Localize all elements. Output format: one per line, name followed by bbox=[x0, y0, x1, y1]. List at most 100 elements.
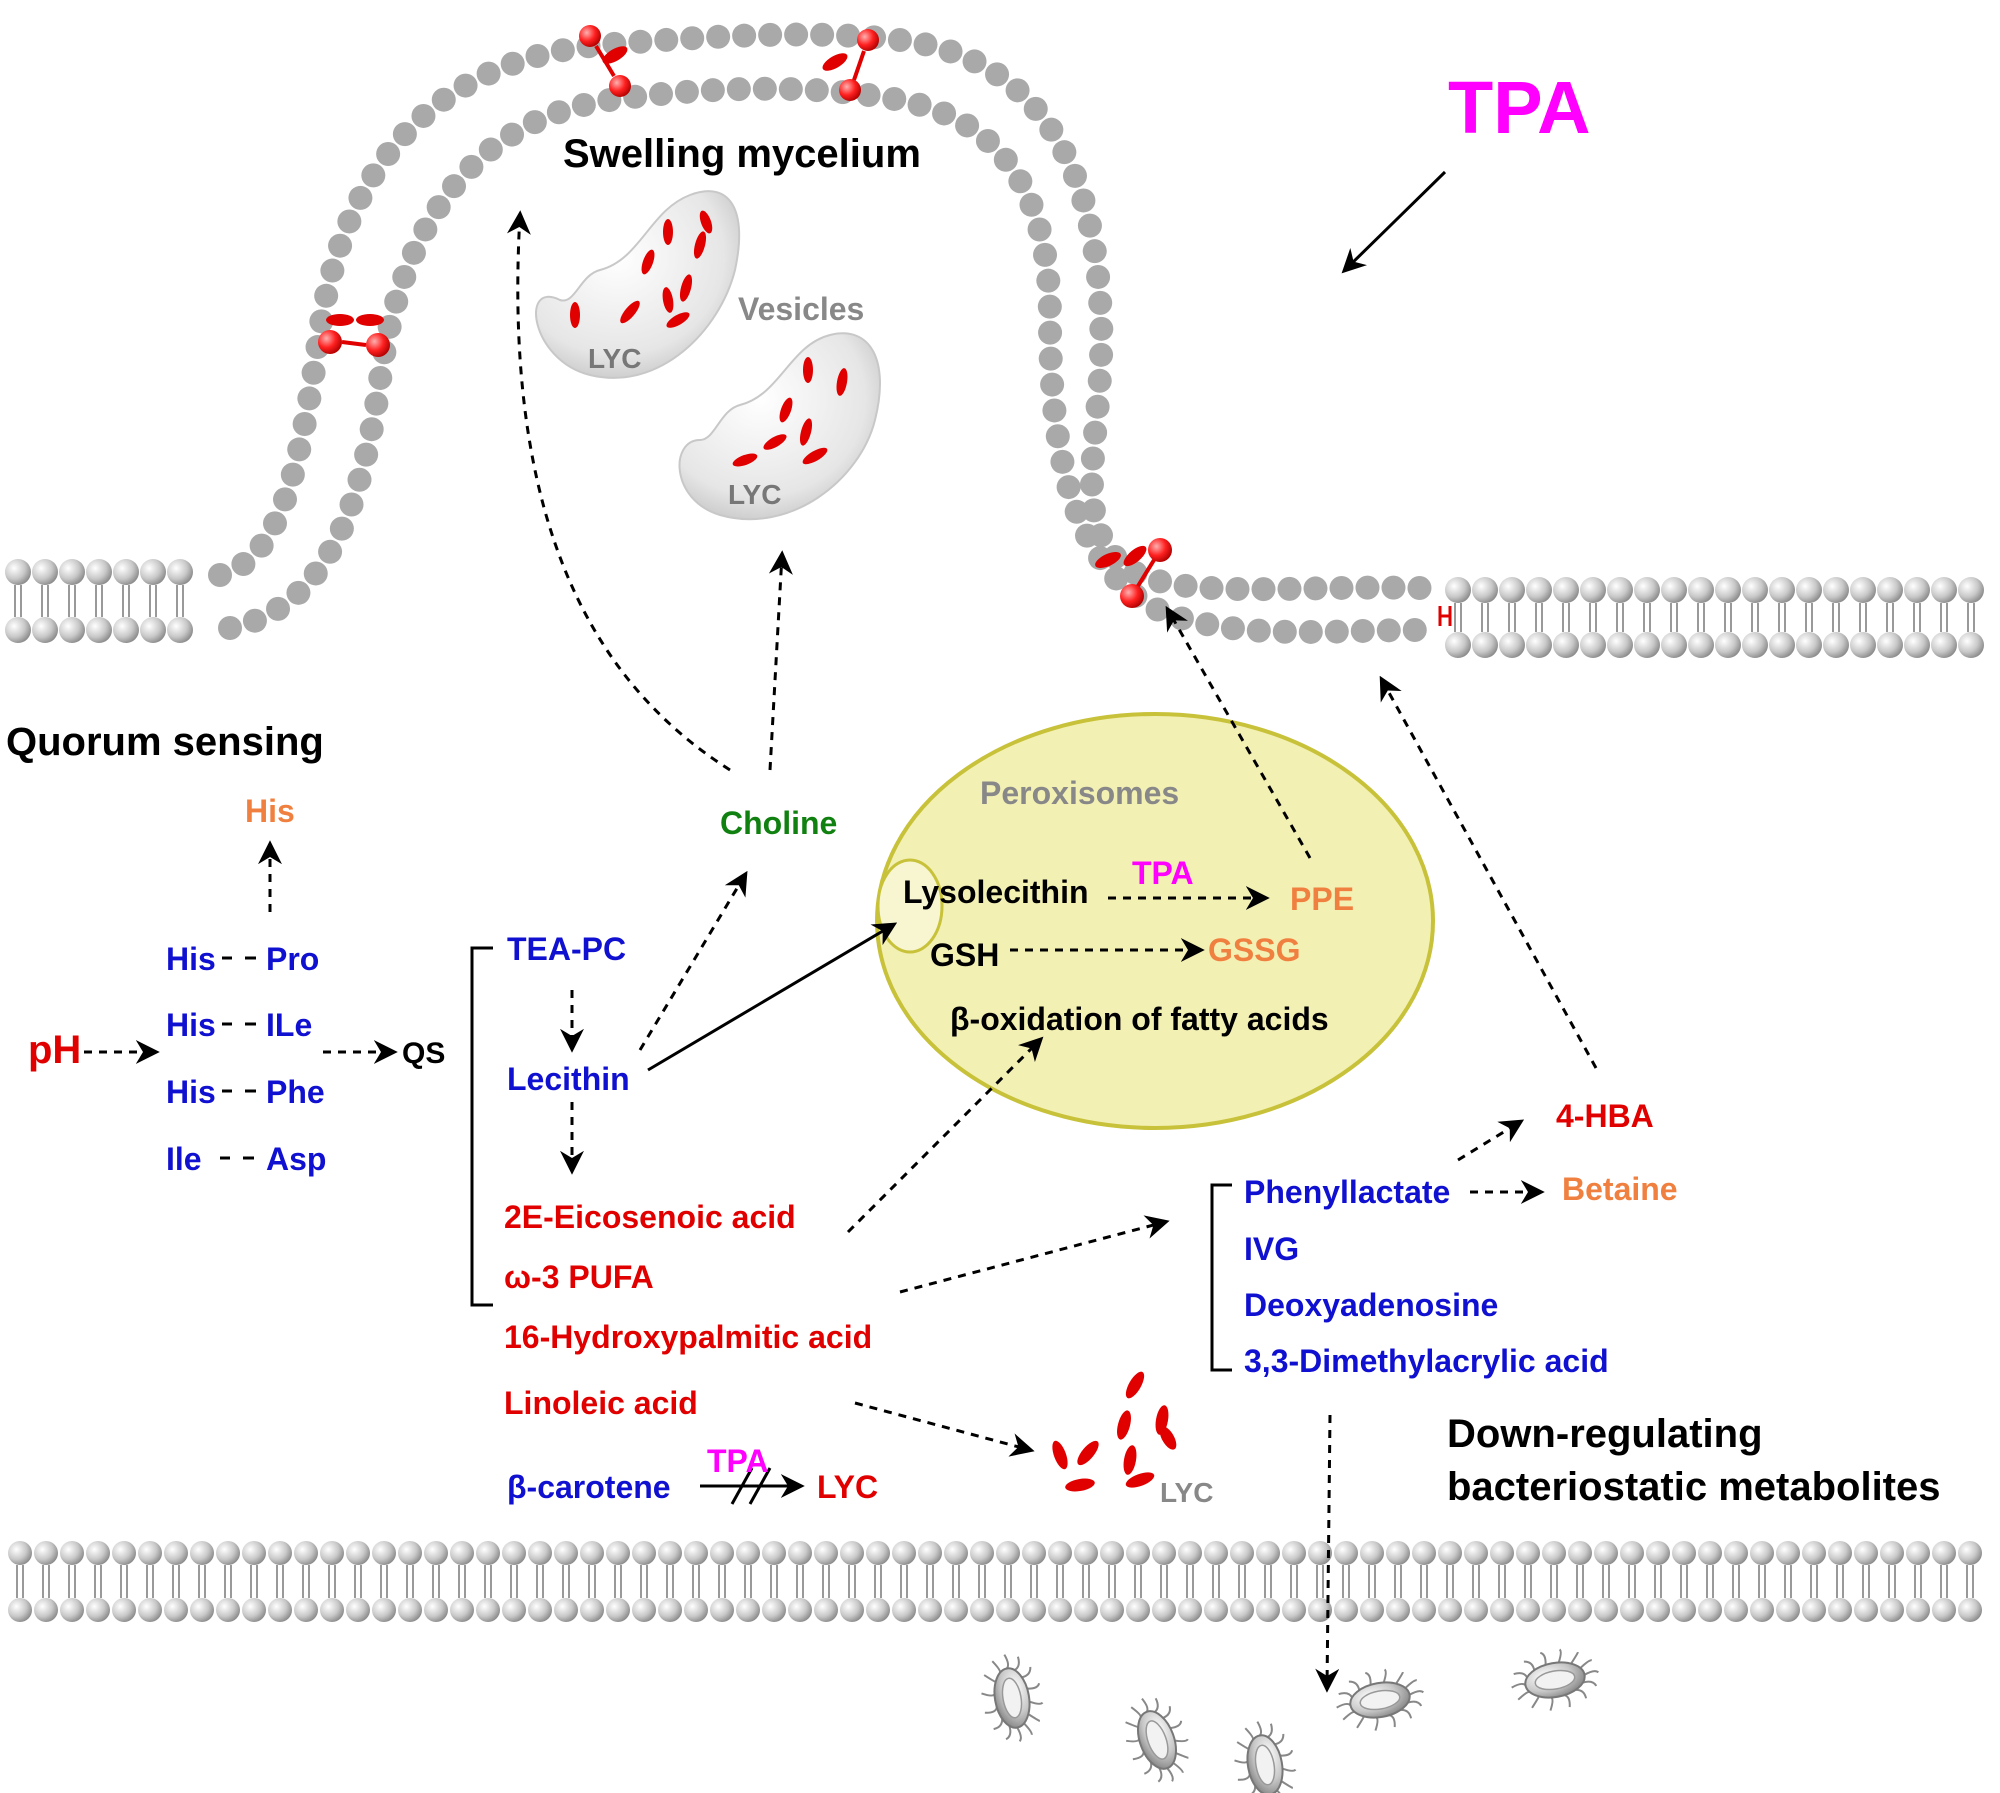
lipid-head bbox=[1100, 1541, 1124, 1565]
membrane-dot bbox=[348, 185, 373, 210]
vesicles-label: Vesicles bbox=[738, 291, 864, 327]
membrane-dot bbox=[993, 147, 1018, 172]
membrane-dot bbox=[297, 386, 322, 411]
lipid-head bbox=[1776, 1598, 1800, 1622]
lecithin-label: Lecithin bbox=[507, 1061, 630, 1097]
lipid-head bbox=[840, 1541, 864, 1565]
lipid-head bbox=[32, 559, 58, 585]
membrane-dot bbox=[431, 87, 456, 112]
lipid-head bbox=[658, 1598, 682, 1622]
lipid-head bbox=[580, 1541, 604, 1565]
lipid-head bbox=[86, 617, 112, 643]
membrane-dot bbox=[1050, 449, 1075, 474]
bacterium bbox=[1234, 1721, 1297, 1793]
membrane-dot bbox=[208, 563, 232, 587]
lipid-head bbox=[216, 1598, 240, 1622]
lipid-head bbox=[476, 1541, 500, 1565]
membrane-dot bbox=[262, 511, 287, 536]
dipeptide-right: Phe bbox=[266, 1074, 325, 1110]
lipid-head bbox=[1958, 1598, 1982, 1622]
lipid-head bbox=[59, 559, 85, 585]
lipid-head bbox=[1074, 1541, 1098, 1565]
membrane-dot bbox=[1038, 320, 1063, 345]
membrane-dot bbox=[654, 27, 679, 52]
lipid-head bbox=[944, 1541, 968, 1565]
vesicle-2 bbox=[678, 332, 881, 521]
lipid-head bbox=[1724, 1541, 1748, 1565]
lyc-label-vesicle1: LYC bbox=[588, 343, 641, 374]
gssg-label: GSSG bbox=[1208, 932, 1300, 968]
choline-label: Choline bbox=[720, 805, 837, 841]
membrane-dot bbox=[882, 86, 907, 111]
lipid-head bbox=[1850, 577, 1876, 603]
lipid-head bbox=[320, 1598, 344, 1622]
membrane-dot bbox=[1350, 618, 1375, 643]
membrane-dot bbox=[1199, 576, 1224, 601]
down-regulating-label-1: Down-regulating bbox=[1447, 1412, 1763, 1456]
membrane-dot bbox=[1083, 420, 1108, 445]
ivg-label: IVG bbox=[1244, 1231, 1299, 1267]
membrane-dot bbox=[752, 76, 777, 101]
membrane-lyc-marker bbox=[1095, 538, 1172, 608]
lipid-head bbox=[1594, 1598, 1618, 1622]
membrane-dot bbox=[1081, 498, 1106, 523]
gsh-label: GSH bbox=[930, 937, 999, 973]
betaine-label: Betaine bbox=[1562, 1171, 1678, 1207]
membrane-dot bbox=[804, 78, 829, 103]
lipid-head bbox=[1568, 1598, 1592, 1622]
lipid-head bbox=[1580, 632, 1606, 658]
membrane-dot bbox=[1324, 619, 1349, 644]
lipid-head bbox=[1568, 1541, 1592, 1565]
lipid-head bbox=[268, 1598, 292, 1622]
lipid-head bbox=[424, 1541, 448, 1565]
membrane-dot bbox=[1087, 368, 1112, 393]
bracket-metabolites bbox=[1210, 1183, 1232, 1372]
membrane-dot bbox=[962, 49, 987, 74]
lipid-head bbox=[167, 617, 193, 643]
lipid-head bbox=[1906, 1541, 1930, 1565]
lipid-head bbox=[113, 617, 139, 643]
dipeptide-left: His bbox=[166, 1074, 216, 1110]
tpa-peroxisome-label: TPA bbox=[1132, 855, 1194, 891]
membrane-dot bbox=[1033, 242, 1058, 267]
ph-label: pH bbox=[28, 1028, 81, 1072]
membrane-dot bbox=[955, 113, 980, 138]
lipid-head bbox=[1932, 1598, 1956, 1622]
lipid-head bbox=[398, 1541, 422, 1565]
membrane-dot bbox=[1148, 569, 1173, 594]
lipid-head bbox=[580, 1598, 604, 1622]
lipid-head bbox=[1931, 577, 1957, 603]
lipid-head bbox=[1796, 632, 1822, 658]
membrane-dot bbox=[266, 596, 291, 621]
lipid-head bbox=[1750, 1598, 1774, 1622]
membrane-dot bbox=[384, 289, 409, 314]
lipid-head bbox=[34, 1598, 58, 1622]
lipid-head bbox=[242, 1598, 266, 1622]
peroxisome bbox=[875, 712, 1435, 1130]
membrane-dot bbox=[985, 62, 1010, 87]
lipid-head bbox=[216, 1541, 240, 1565]
lipid-head bbox=[1074, 1598, 1098, 1622]
lipid-head bbox=[346, 1598, 370, 1622]
lipid-head bbox=[450, 1598, 474, 1622]
lipid-head bbox=[1580, 577, 1606, 603]
lipid-head bbox=[502, 1598, 526, 1622]
membrane-dot bbox=[1056, 475, 1081, 500]
membrane-dot bbox=[401, 240, 426, 265]
membrane-dot bbox=[913, 32, 938, 57]
lipid-head bbox=[710, 1541, 734, 1565]
membrane-dot bbox=[1042, 398, 1067, 423]
lipid-head bbox=[1542, 1541, 1566, 1565]
membrane-dot bbox=[1023, 96, 1048, 121]
lipid-head bbox=[1823, 577, 1849, 603]
lipid-head bbox=[190, 1598, 214, 1622]
lipid-head bbox=[1828, 1541, 1852, 1565]
lipid-head bbox=[1634, 632, 1660, 658]
lipid-head bbox=[1688, 577, 1714, 603]
lipid-head bbox=[86, 1541, 110, 1565]
lipid-head bbox=[944, 1598, 968, 1622]
lipid-head bbox=[1526, 632, 1552, 658]
down-regulating-label-2: bacteriostatic metabolites bbox=[1447, 1465, 1941, 1509]
lipid-head bbox=[1877, 632, 1903, 658]
